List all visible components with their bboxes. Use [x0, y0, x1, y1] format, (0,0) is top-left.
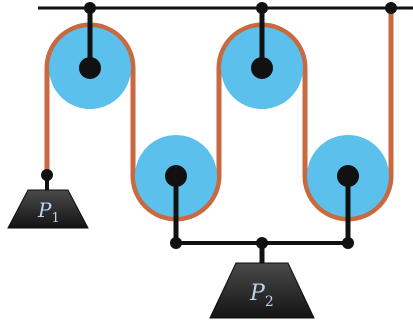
weight-p1-label: P1: [37, 198, 60, 226]
crossbar-joint-left: [170, 237, 182, 249]
rope: [44, 8, 394, 222]
weight-p1: P1: [7, 189, 89, 229]
weight-p2-body: [209, 262, 315, 319]
weight-p1-body: [7, 189, 89, 229]
ceiling-joint-right: [256, 2, 268, 14]
weight-p2-symbol: P: [249, 281, 266, 306]
weight-p2-subscript: 2: [265, 294, 274, 310]
weight-p2-label: P2: [249, 281, 274, 310]
weight-p1-subscript: 1: [51, 211, 59, 226]
ceiling-joint-rope: [385, 2, 397, 14]
weight-p2: P2: [209, 262, 315, 319]
ceiling-joint-left: [84, 2, 96, 14]
crossbar-joint-right: [342, 237, 354, 249]
weight-p1-symbol: P: [37, 198, 52, 222]
